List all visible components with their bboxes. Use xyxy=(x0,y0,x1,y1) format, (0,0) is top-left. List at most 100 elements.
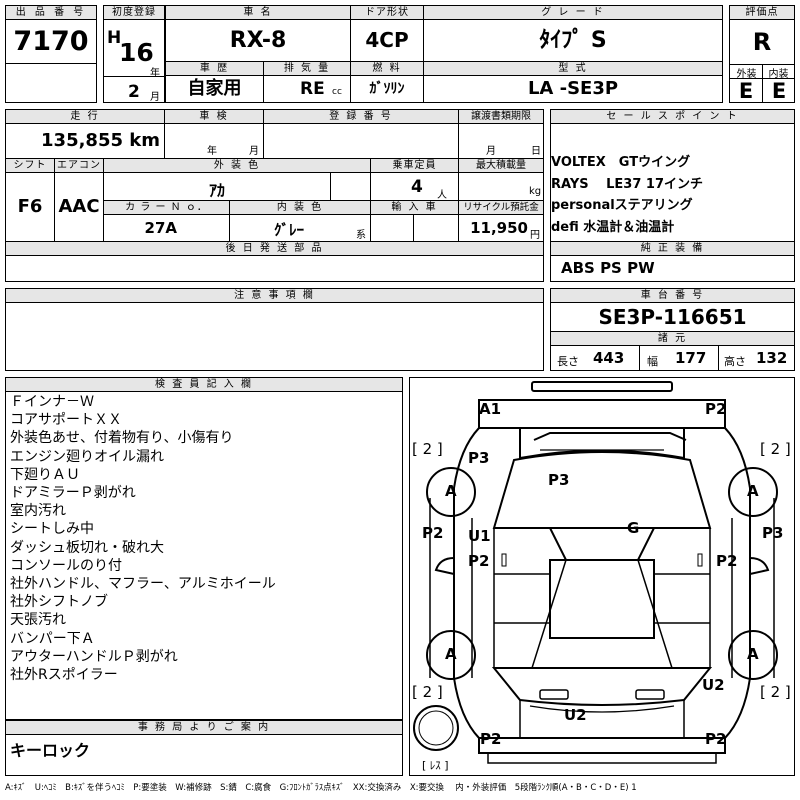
tire-tread-bracket: [ 2 ] xyxy=(412,683,443,701)
mileage: 135,855 km xyxy=(5,123,165,159)
door-type: 4CP xyxy=(350,19,424,62)
transfer-day-unit: 日 xyxy=(531,146,541,157)
inspector-note-line: コンソールのり付 xyxy=(10,557,122,574)
grade: ﾀｲﾌﾟ S xyxy=(423,19,723,62)
recycle-label: リサイクル預託金 xyxy=(458,200,544,215)
sales-points: VOLTEX GTウイング RAYS LE37 17インチ personalステ… xyxy=(550,123,795,242)
fuel: ｶﾞｿﾘﾝ xyxy=(350,75,424,103)
inspector-note-line: コアサポートＸＸ xyxy=(10,412,122,429)
ac-label: エアコン xyxy=(54,158,104,173)
damage-mark: U1 xyxy=(468,527,491,545)
tire-mark: A xyxy=(445,645,457,663)
specs-label: 諸 元 xyxy=(550,331,795,346)
damage-mark: P2 xyxy=(705,400,727,418)
width-label: 幅 xyxy=(647,355,658,368)
sales-point-item: VOLTEX GTウイング xyxy=(551,155,691,170)
int-color-label: 内 装 色 xyxy=(229,200,371,215)
model-code: LA -SE3P xyxy=(423,75,723,103)
car-diagram: A1 P2 P3 P3 G P2 U1 P2 P2 P3 U2 U2 P2 P2… xyxy=(409,377,795,776)
recycle-fee: 11,950 xyxy=(470,219,528,237)
equipment: ABS PS PW xyxy=(550,255,795,282)
tire-tread-bracket: [ 2 ] xyxy=(412,440,443,458)
sales-point-item: RAYS LE37 17インチ xyxy=(551,176,704,192)
inspector-label: 検 査 員 記 入 欄 xyxy=(5,377,403,392)
notes xyxy=(5,302,544,371)
rear-bumper-icon xyxy=(478,738,726,754)
reg-number xyxy=(263,123,459,159)
first-registration-box: 初度登録 H 16 年 2 月 xyxy=(103,5,165,103)
color-no-label: カ ラ ー Ｎ ｏ． xyxy=(103,200,230,215)
capacity-label: 乗車定員 xyxy=(370,158,459,173)
color-no: 27A xyxy=(103,214,230,242)
capacity-cell: 4 人 xyxy=(370,172,459,201)
lot-number-label: 出 品 番 号 xyxy=(6,6,96,20)
legend: A:ｷｽﾞ U:ﾍｺﾐ B:ｷｽﾞを伴うﾍｺﾐ P:要塗装 W:補修跡 S:錆 … xyxy=(5,783,637,793)
model-label: 型 式 xyxy=(423,61,723,76)
damage-mark: A1 xyxy=(479,400,502,418)
chassis-number: SE3P-116651 xyxy=(550,302,795,332)
inspector-note-line: アウターハンドルＰ剥がれ xyxy=(10,648,178,665)
max-load-cell: kg xyxy=(458,172,544,201)
length-label: 長さ xyxy=(557,355,579,368)
sales-points-label: セ ー ル ス ポ イ ン ト xyxy=(550,109,795,124)
inspector-note-line: 社外Rスポイラー xyxy=(10,667,118,684)
inspector-note-line: エンジン廻りオイル漏れ xyxy=(10,448,164,465)
era-letter: H xyxy=(107,28,122,48)
recycle-cell: 11,950 円 xyxy=(458,214,544,242)
inspection-label: 車 検 xyxy=(164,109,264,124)
inspector-note-line: 下廻りＡＵ xyxy=(10,466,80,483)
shift-label: シフト xyxy=(5,158,55,173)
wheel-rear-left-icon xyxy=(426,630,476,680)
damage-mark: P2 xyxy=(468,552,490,570)
width: 177 xyxy=(675,349,707,367)
damage-mark: P2 xyxy=(705,730,727,748)
cc-unit: cc xyxy=(332,87,342,97)
inspector-note-line: 天張汚れ xyxy=(10,612,66,629)
year-unit: 年 xyxy=(150,68,160,79)
displacement-cell: RE cc xyxy=(263,75,351,103)
registration-year: 16 xyxy=(119,38,154,67)
inspector-note-line: ダッシュ板切れ・破れ大 xyxy=(10,539,164,556)
import-cell xyxy=(370,214,459,242)
displacement: RE xyxy=(300,79,325,99)
mirror-left-icon xyxy=(434,557,455,575)
lot-number-box: 出 品 番 号 7170 xyxy=(5,5,97,103)
tire-tread-bracket: [ 2 ] xyxy=(760,683,791,701)
damage-mark: U2 xyxy=(564,706,587,724)
month-unit: 月 xyxy=(150,92,160,103)
wheel-front-left-icon xyxy=(426,467,476,517)
int-color-cell: ｸﾞﾚｰ 系 xyxy=(229,214,371,242)
equipment-label: 純 正 装 備 xyxy=(550,241,795,256)
fuel-label: 燃 料 xyxy=(350,61,424,76)
inspector-note-line: 外装色あせ、付着物有り、小傷有り xyxy=(10,430,234,447)
tire-mark: A xyxy=(747,645,759,663)
score-box: 評価点 R 外装 内装 E E xyxy=(729,5,795,103)
recycle-unit: 円 xyxy=(530,230,540,241)
transfer-cell: 月 日 xyxy=(458,123,544,159)
car-name: RX-8 xyxy=(165,19,351,62)
capacity-unit: 人 xyxy=(437,190,447,201)
transfer-label: 譲渡書類期限 xyxy=(458,109,544,124)
grade-label: グ レ ー ド xyxy=(423,5,723,20)
capacity: 4 xyxy=(411,177,423,197)
inspection-month-unit: 月 xyxy=(249,146,259,157)
score-label: 評価点 xyxy=(730,6,794,20)
later-parts-label: 後 日 発 送 部 品 xyxy=(5,241,544,256)
registration-month: 2 xyxy=(128,82,140,102)
damage-mark: P2 xyxy=(422,524,444,542)
transfer-month-unit: 月 xyxy=(486,146,496,157)
wheel-front-right-icon xyxy=(728,467,778,517)
history-label: 車 歴 xyxy=(165,61,264,76)
sales-point-item: defi 水温計＆油温計 xyxy=(551,219,675,235)
interior-label: 内装 xyxy=(768,69,789,80)
max-load-unit: kg xyxy=(529,186,542,197)
tire-tread-bracket: [ 2 ] xyxy=(760,440,791,458)
max-load-label: 最大積載量 xyxy=(458,158,544,173)
height-label: 高さ xyxy=(724,355,746,368)
damage-mark: G xyxy=(627,519,640,537)
mirror-right-icon xyxy=(749,557,770,575)
first-registration-label: 初度登録 xyxy=(104,6,164,20)
lot-number: 7170 xyxy=(13,26,89,57)
spare-tire-icon xyxy=(413,705,459,751)
